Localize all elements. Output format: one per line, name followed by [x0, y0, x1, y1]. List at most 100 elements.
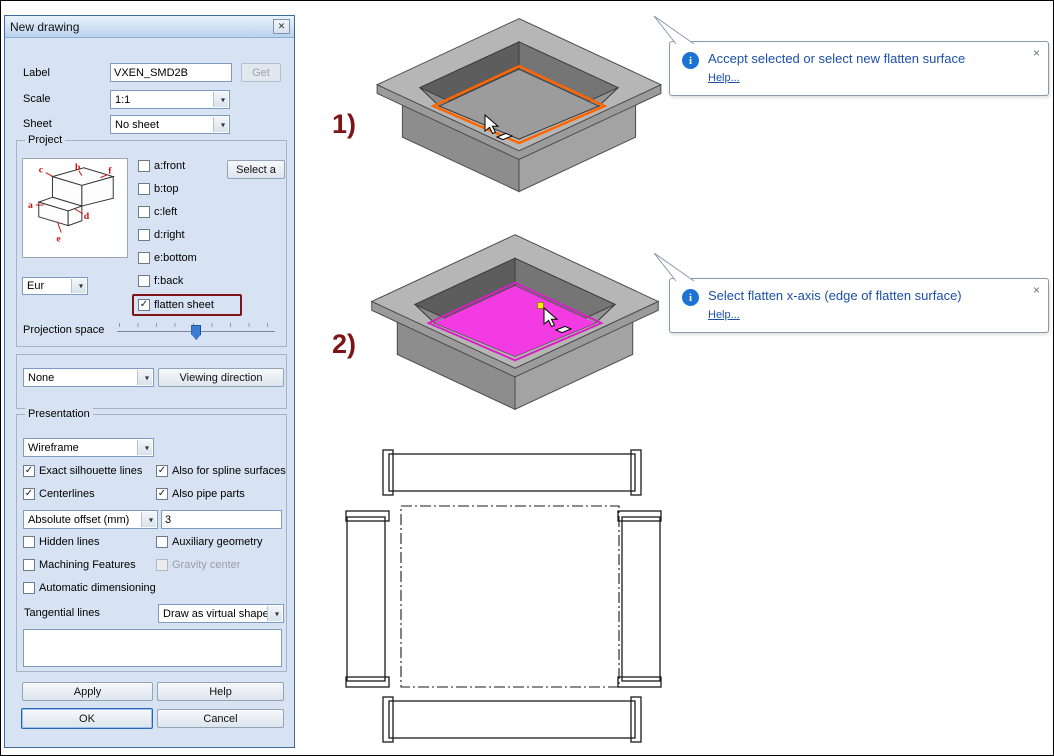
sheet-caption: Sheet	[23, 118, 52, 130]
flap-bottom	[388, 700, 636, 739]
cancel-button[interactable]: Cancel	[157, 709, 284, 728]
tray-3d-view-2[interactable]	[367, 221, 663, 429]
scale-caption: Scale	[23, 93, 51, 105]
cube-letter-d: d	[84, 211, 90, 222]
viewing-direction-button[interactable]: Viewing direction	[158, 368, 284, 387]
flap-top-tab-right	[630, 449, 642, 496]
offset-amount-input[interactable]	[161, 510, 282, 529]
project-group-title: Project	[25, 134, 66, 146]
dialog-titlebar[interactable]: New drawing ✕	[5, 16, 294, 38]
tray-bottom-face	[438, 68, 600, 140]
face-select-cursor-badge	[495, 132, 514, 141]
projection-cube-image: c b f a d e	[22, 158, 128, 258]
flap-bottom-tab-right	[630, 696, 642, 743]
dialog-title: New drawing	[10, 19, 80, 34]
checkbox-label: Also pipe parts	[172, 488, 245, 500]
checkbox-d-right[interactable]: d:right	[138, 229, 185, 241]
callout-text: Select flatten x-axis (edge of flatten s…	[708, 288, 962, 303]
presentation-group-title: Presentation	[25, 408, 93, 420]
flap-left-tab-top	[345, 510, 390, 522]
slider-thumb[interactable]	[191, 325, 202, 340]
checkbox-box	[138, 206, 150, 218]
offset-mode-value: Absolute offset (mm)	[28, 513, 130, 526]
checkbox-exact-silhouette[interactable]: Exact silhouette lines	[23, 465, 142, 477]
checkbox-centerlines[interactable]: Centerlines	[23, 488, 95, 500]
checkbox-c-left[interactable]: c:left	[138, 206, 177, 218]
ok-button[interactable]: OK	[21, 708, 153, 729]
notes-textarea[interactable]	[23, 629, 282, 667]
callout-close-icon[interactable]: ×	[1032, 283, 1040, 297]
checkbox-label: e:bottom	[154, 252, 197, 264]
cube-letter-a: a	[28, 200, 33, 211]
checkbox-pipe-parts[interactable]: Also pipe parts	[156, 488, 245, 500]
flap-right-tab-bottom	[617, 676, 662, 688]
callout-select-flatten-x-axis: i Select flatten x-axis (edge of flatten…	[653, 253, 1049, 333]
callout-help-link[interactable]: Help...	[708, 309, 740, 321]
checkbox-machining-features[interactable]: Machining Features	[23, 559, 136, 571]
checkbox-f-back[interactable]: f:back	[138, 275, 183, 287]
checkbox-box	[138, 183, 150, 195]
region-value: Eur	[27, 280, 45, 292]
offset-mode-dropdown[interactable]: Absolute offset (mm)	[23, 510, 158, 529]
cube-letter-e: e	[56, 233, 61, 244]
checkbox-label: b:top	[154, 183, 179, 195]
flat-pattern-drawing	[345, 449, 662, 743]
checkbox-box	[138, 299, 150, 311]
checkbox-gravity-center: Gravity center	[156, 559, 240, 571]
checkbox-label: Auxiliary geometry	[172, 536, 263, 548]
callout-tail-pointer	[653, 253, 695, 282]
region-dropdown[interactable]: Eur	[22, 277, 88, 295]
mouse-cursor-1	[484, 114, 514, 141]
checkbox-spline-surfaces[interactable]: Also for spline surfaces	[156, 465, 286, 477]
checkbox-flatten-sheet[interactable]: flatten sheet	[138, 299, 214, 311]
projection-space-slider[interactable]	[117, 322, 275, 342]
info-icon: i	[682, 289, 699, 306]
checkbox-auxiliary-geometry[interactable]: Auxiliary geometry	[156, 536, 262, 548]
checkbox-box	[156, 465, 168, 477]
presentation-mode-dropdown[interactable]: Wireframe	[23, 438, 154, 457]
checkbox-e-bottom[interactable]: e:bottom	[138, 252, 197, 264]
select-a-button[interactable]: Select a	[227, 160, 285, 179]
checkbox-box	[138, 252, 150, 264]
projection-space-caption: Projection space	[23, 324, 105, 336]
checkbox-box	[23, 536, 35, 548]
dialog-close-icon[interactable]: ✕	[273, 19, 290, 34]
flap-top-tab-left	[382, 449, 394, 496]
checkbox-label: Gravity center	[172, 559, 241, 571]
checkbox-a-front[interactable]: a:front	[138, 160, 185, 172]
checkbox-label: Centerlines	[39, 488, 95, 500]
label-input[interactable]	[110, 63, 232, 82]
flap-left	[346, 516, 386, 682]
callout-close-icon[interactable]: ×	[1032, 46, 1040, 60]
checkbox-automatic-dimensioning[interactable]: Automatic dimensioning	[23, 582, 156, 594]
selected-flatten-surface-face-outline	[426, 281, 604, 362]
scale-dropdown[interactable]: 1:1	[110, 90, 230, 109]
presentation-group: Presentation Wireframe Exact silhouette …	[16, 408, 287, 672]
get-button[interactable]: Get	[241, 63, 281, 82]
tray-3d-view-1[interactable]	[373, 5, 665, 211]
flatten-sheet-annotation-frame	[132, 294, 242, 316]
apply-button[interactable]: Apply	[22, 682, 153, 701]
checkbox-hidden-lines[interactable]: Hidden lines	[23, 536, 100, 548]
checkbox-box	[156, 559, 168, 571]
callout-help-link[interactable]: Help...	[708, 72, 740, 84]
tangential-lines-dropdown[interactable]: Draw as virtual shape	[158, 604, 284, 623]
checkbox-label: Also for spline surfaces	[172, 465, 286, 477]
view-preset-dropdown[interactable]: None	[23, 368, 154, 387]
checkbox-b-top[interactable]: b:top	[138, 183, 178, 195]
label-caption: Label	[23, 67, 50, 79]
mouse-cursor-2	[543, 307, 573, 334]
help-button[interactable]: Help	[157, 682, 284, 701]
flap-right-tab-top	[617, 510, 662, 522]
checkbox-label: Exact silhouette lines	[39, 465, 143, 477]
checkbox-label: c:left	[154, 206, 178, 218]
checkbox-box	[23, 582, 35, 594]
checkbox-box	[156, 536, 168, 548]
selected-flatten-surface-outline	[430, 64, 608, 145]
project-group: Project	[16, 134, 287, 347]
sheet-value: No sheet	[115, 118, 160, 131]
view-preset-value: None	[28, 371, 55, 384]
sheet-dropdown[interactable]: No sheet	[110, 115, 230, 134]
flap-left-tab-bottom	[345, 676, 390, 688]
step-2-label: 2)	[332, 329, 357, 359]
